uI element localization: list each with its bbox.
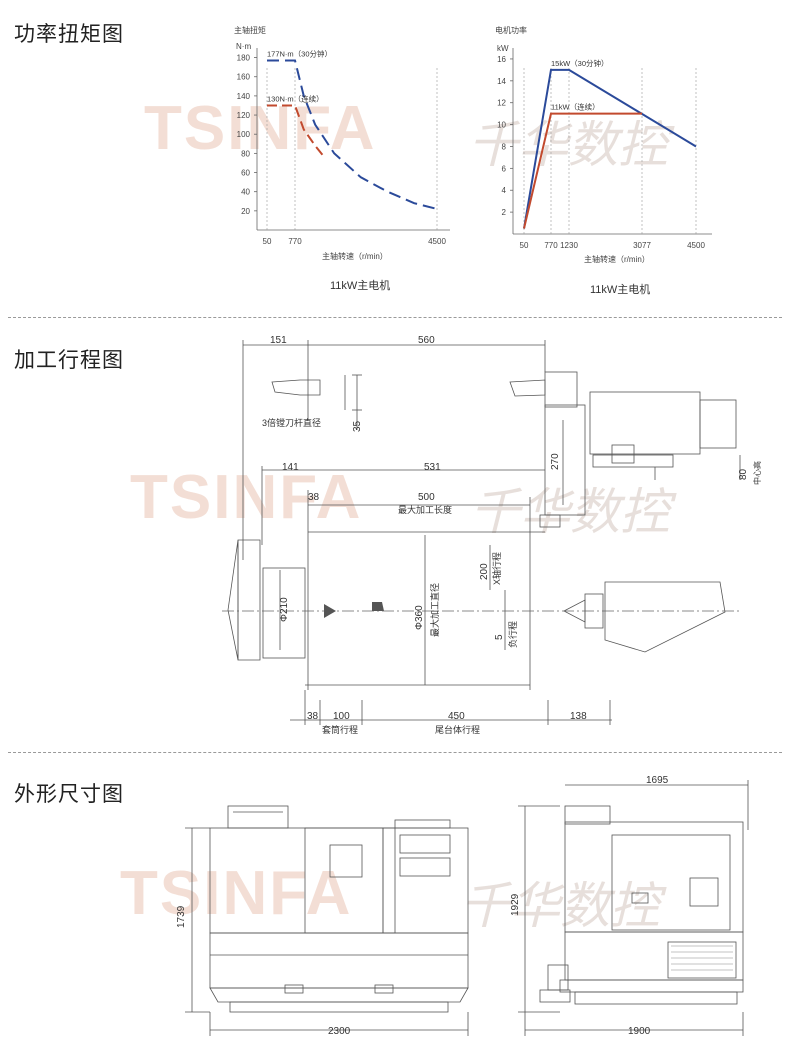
dim-quill: 套筒行程 — [322, 724, 358, 735]
torque-chart: 主轴扭矩 N·m 20 40 60 80 100 120 140 160 180 50 770 45… — [234, 25, 450, 292]
dim-max-dia: 最大加工直径 — [429, 583, 440, 637]
dim-5: 5 — [494, 634, 505, 640]
torque-ytick-label: 20 — [241, 207, 250, 216]
power-xtick-label: 770 — [544, 241, 558, 250]
dim-x-travel: X轴行程 — [491, 552, 502, 585]
torque-chart-unit: N·m — [236, 42, 251, 51]
dim-b38: 38 — [307, 711, 319, 722]
outline-width: 2300 — [328, 1026, 351, 1037]
torque-xtick-label: 4500 — [428, 237, 446, 246]
dim-b100: 100 — [333, 711, 350, 722]
dim-360: Φ360 — [414, 605, 425, 630]
power-ytick-label: 6 — [502, 164, 507, 173]
dim-270: 270 — [550, 453, 561, 470]
power-ytick-label: 10 — [497, 121, 506, 130]
dim-max-len: 最大加工长度 — [398, 504, 452, 515]
dim-b450: 450 — [448, 711, 465, 722]
torque-ytick-label: 140 — [237, 92, 251, 101]
dim-560: 560 — [418, 335, 435, 346]
torque-xtick-label: 50 — [263, 237, 272, 246]
power-chart-title: 电机功率 — [495, 25, 527, 35]
power-x-label: 主轴转速（r/min） — [584, 254, 650, 264]
dim-center-height: 中心高 — [752, 461, 762, 485]
torque-xtick-label: 770 — [288, 237, 302, 246]
power-series-0-line — [523, 68, 697, 229]
torque-ytick-label: 100 — [237, 130, 251, 139]
outline-height: 1739 — [176, 905, 187, 928]
power-ytick-label: 8 — [502, 142, 507, 151]
divider-1 — [8, 317, 782, 318]
torque-series-1-label: 130N·m（连续） — [267, 93, 324, 103]
power-ytick-label: 2 — [502, 208, 507, 217]
outline-overall: 1695 — [646, 775, 669, 786]
power-ytick-label: 16 — [497, 55, 506, 64]
power-xtick-label: 3077 — [633, 241, 651, 250]
dim-531: 531 — [424, 462, 441, 473]
dim-35: 35 — [352, 420, 363, 432]
power-series-0-label: 15kW（30分钟） — [551, 58, 609, 68]
torque-series-0-line — [267, 59, 438, 210]
watermark-logo: TSINFA — [130, 463, 363, 532]
power-xtick-label: 1230 — [560, 241, 578, 250]
watermark-logo: TSINFA — [144, 94, 377, 163]
dim-80: 80 — [738, 468, 749, 480]
torque-x-label: 主轴转速（r/min） — [322, 251, 388, 261]
dim-141: 141 — [282, 462, 299, 473]
dim-b138: 138 — [570, 711, 587, 722]
power-chart-unit: kW — [497, 44, 509, 53]
dim-500: 500 — [418, 492, 435, 503]
torque-series-1-line — [267, 104, 324, 156]
outline-height2: 1929 — [510, 893, 521, 916]
torque-caption: 11kW主电机 — [330, 278, 390, 292]
section-title-outline: 外形尺寸图 — [14, 783, 124, 806]
power-ytick-label: 4 — [502, 186, 507, 195]
watermark-logo-cn: 千华数控 — [470, 483, 670, 541]
section-title-power-torque: 功率扭矩图 — [14, 23, 124, 46]
outline-depth: 1900 — [628, 1026, 651, 1037]
dim-neg-travel: 负行程 — [507, 621, 518, 648]
dim-210: Φ210 — [279, 597, 290, 622]
torque-ytick-label: 180 — [237, 54, 251, 63]
dim-200: 200 — [479, 563, 490, 580]
divider-2 — [8, 752, 782, 753]
power-caption: 11kW主电机 — [590, 282, 650, 296]
torque-ytick-label: 120 — [237, 111, 251, 120]
power-series-1-line — [523, 112, 642, 229]
dim-boring: 3倍镗刀杆直径 — [262, 417, 321, 428]
torque-ytick-label: 40 — [241, 188, 250, 197]
dim-38: 38 — [308, 492, 320, 503]
section-title-travel: 加工行程图 — [14, 349, 124, 372]
dim-tail: 尾台体行程 — [435, 724, 480, 735]
power-series-1-label: 11kW（连续） — [551, 102, 600, 112]
torque-series-0-label: 177N·m（30分钟） — [267, 48, 332, 58]
watermark-logo-cn: 千华数控 — [468, 116, 668, 174]
dim-151: 151 — [270, 335, 287, 346]
torque-ytick-label: 60 — [241, 169, 250, 178]
torque-ytick-label: 80 — [241, 149, 250, 158]
torque-ytick-label: 160 — [237, 73, 251, 82]
watermark-logo-cn: 千华数控 — [460, 877, 660, 935]
power-xtick-label: 50 — [520, 241, 529, 250]
watermark-logo: TSINFA — [120, 859, 353, 928]
power-xtick-label: 4500 — [687, 241, 705, 250]
torque-chart-title: 主轴扭矩 — [234, 25, 266, 35]
power-ytick-label: 14 — [497, 77, 506, 86]
power-ytick-label: 12 — [497, 99, 506, 108]
